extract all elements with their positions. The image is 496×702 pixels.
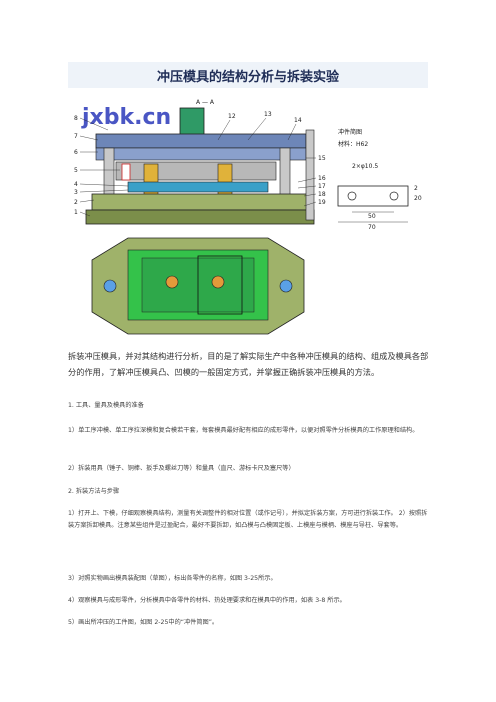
callout-13: 13 bbox=[264, 111, 272, 118]
section-paragraph: 1）单工序冲模、单工序拉深模和复合模若干套，每套模具最好配有相应的成形零件，以便… bbox=[68, 427, 419, 434]
callout-16: 16 bbox=[318, 175, 326, 182]
page-title: 冲压模具的结构分析与拆装实验 bbox=[156, 69, 339, 85]
watermark-text: jxbk.cn bbox=[81, 105, 171, 130]
upper-die-plate bbox=[95, 133, 307, 149]
callout-3: 3 bbox=[74, 189, 78, 196]
punch-holder-plate bbox=[95, 147, 307, 161]
part-material: 材料：H62 bbox=[338, 140, 368, 148]
callout-8: 8 bbox=[74, 115, 78, 122]
die-assembly-figure: jxbk.cn A — A 8 7 6 5 4 3 2 1 12 13 14 bbox=[74, 99, 422, 335]
callout-7: 7 bbox=[74, 133, 78, 140]
callout-12: 12 bbox=[228, 113, 236, 120]
lower-die-base bbox=[85, 209, 315, 225]
callout-18: 18 bbox=[318, 191, 326, 198]
callout-1: 1 bbox=[74, 209, 78, 216]
section-paragraph: 1）打开上、下模，仔细观察模具结构，测量有关调整件的相对位置（或作记号），并拟定… bbox=[68, 510, 428, 529]
right-callouts: 15 16 17 18 19 bbox=[318, 155, 326, 206]
callout-5: 5 bbox=[74, 167, 78, 174]
punch-right bbox=[217, 163, 233, 199]
callout-17: 17 bbox=[318, 183, 326, 190]
callout-19: 19 bbox=[318, 199, 326, 206]
part-hole-right bbox=[389, 191, 399, 201]
callout-2: 2 bbox=[74, 199, 78, 206]
callout-4: 4 bbox=[74, 181, 78, 188]
section-paragraph: 4）观察模具与成形零件，分析模具中各零件的材料、热处理要求和在模具中的作用，如表… bbox=[68, 597, 346, 604]
callout-14: 14 bbox=[294, 117, 302, 124]
part-outline bbox=[337, 185, 409, 207]
stripper-plate bbox=[115, 161, 277, 181]
callout-15: 15 bbox=[318, 155, 326, 162]
part-dim-holes: 2×φ10.5 bbox=[352, 163, 378, 170]
left-callouts: 8 7 6 5 4 3 2 1 bbox=[74, 115, 78, 216]
plan-punch-right bbox=[211, 275, 225, 289]
part-dim-h: 20 bbox=[414, 195, 422, 202]
side-plate bbox=[305, 129, 315, 221]
section-label: A — A bbox=[196, 99, 215, 106]
callout-6: 6 bbox=[74, 149, 78, 156]
spring bbox=[121, 163, 131, 181]
section-paragraph: 2）拆装用具（锤子、铜棒、扳手及螺丝刀等）和量具（直尺、游标卡尺及塞尺等） bbox=[68, 465, 295, 472]
intro-paragraph: 拆装冲压模具，并对其结构进行分析，目的是了解实际生产中各种冲压模具的结构、组成及… bbox=[68, 351, 429, 377]
part-dim-70: 70 bbox=[368, 224, 376, 231]
plan-punch-holder bbox=[197, 255, 243, 315]
punch-left bbox=[143, 163, 159, 199]
die-shank bbox=[179, 107, 205, 137]
title-banner: 冲压模具的结构分析与拆装实验 bbox=[68, 62, 428, 88]
plan-punch-left bbox=[165, 275, 179, 289]
part-hole-left bbox=[347, 191, 357, 201]
section-heading-1: 1. 工具、量具及模具的准备 bbox=[68, 402, 144, 409]
section-heading-2: 2. 拆装方法与步骤 bbox=[68, 488, 120, 495]
part-caption: 冲件简图 bbox=[338, 128, 362, 136]
lower-die-plate bbox=[91, 193, 309, 211]
part-dim-thk: 2 bbox=[414, 185, 418, 192]
section-paragraph: 3）对照实物画出模具装配图（草图），标出各零件的名称，如图 3-25所示。 bbox=[68, 575, 277, 582]
section-paragraph: 5）画出所冲压的工件图，如图 2-25中的“冲件简图”。 bbox=[68, 619, 219, 626]
plan-guide-hole-right bbox=[279, 279, 293, 293]
plan-guide-hole-left bbox=[103, 279, 117, 293]
part-dim-50: 50 bbox=[368, 213, 376, 220]
top-callouts: 12 13 14 bbox=[228, 111, 302, 124]
die-plate bbox=[127, 181, 269, 193]
